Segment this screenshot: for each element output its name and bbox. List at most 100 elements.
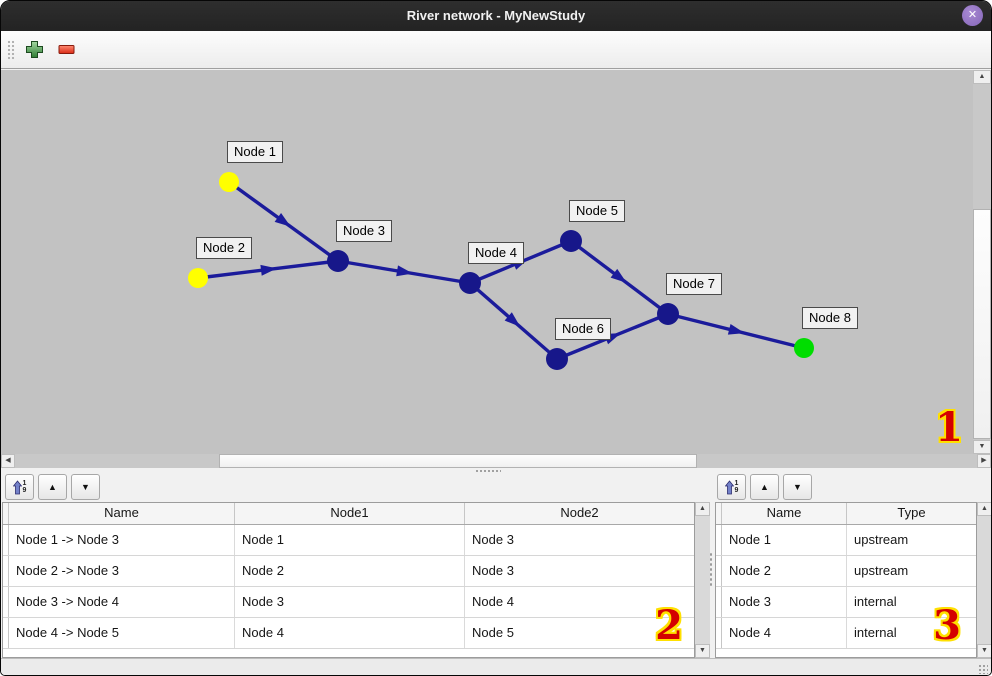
edge-arrow-icon — [396, 265, 413, 277]
scroll-up-icon[interactable]: ▲ — [973, 70, 991, 84]
splitter-handle[interactable] — [475, 469, 501, 473]
up-triangle-icon: ▲ — [760, 481, 769, 492]
edge-arrow-icon — [260, 264, 277, 276]
splitter-handle[interactable] — [709, 552, 714, 588]
row-header — [3, 618, 9, 648]
canvas-vertical-scrollbar[interactable]: ▲ ▼ — [973, 70, 991, 454]
table-cell[interactable]: Node 4 — [722, 618, 847, 648]
node-label: Node 4 — [468, 242, 524, 264]
vertical-scroll-thumb[interactable] — [973, 209, 991, 439]
network-node[interactable] — [188, 268, 208, 288]
row-header-stub — [3, 503, 9, 524]
table-row[interactable]: Node 2 upstream — [716, 556, 976, 587]
table-cell[interactable]: Node 2 -> Node 3 — [9, 556, 235, 586]
table-row[interactable]: Node 3 internal — [716, 587, 976, 618]
network-node[interactable] — [794, 338, 814, 358]
scroll-up-icon[interactable]: ▲ — [695, 502, 710, 516]
move-down-button[interactable]: ▼ — [783, 474, 812, 500]
add-button[interactable] — [23, 38, 46, 61]
toolbar-drag-handle[interactable] — [7, 39, 15, 60]
table-cell[interactable]: Node 5 — [472, 625, 514, 640]
network-node[interactable] — [459, 272, 481, 294]
down-triangle-icon: ▼ — [793, 481, 802, 492]
row-header — [3, 525, 9, 555]
table-cell[interactable]: Node 3 — [235, 587, 465, 617]
row-header — [3, 587, 9, 617]
table-cell[interactable]: Node 3 — [472, 563, 514, 578]
column-header[interactable]: Name — [9, 503, 235, 524]
scroll-right-icon[interactable]: ▶ — [977, 454, 991, 468]
table-cell[interactable]: Node 1 — [722, 525, 847, 555]
network-node[interactable] — [327, 250, 349, 272]
column-header[interactable]: Type — [897, 505, 926, 520]
node-label: Node 6 — [555, 318, 611, 340]
scroll-up-icon[interactable]: ▲ — [977, 502, 991, 516]
links-table-scrollbar[interactable]: ▲ ▼ — [695, 502, 710, 658]
move-up-button[interactable]: ▲ — [750, 474, 779, 500]
network-node[interactable] — [657, 303, 679, 325]
network-node[interactable] — [560, 230, 582, 252]
close-icon: ✕ — [967, 9, 978, 21]
row-header — [716, 618, 722, 648]
table-cell[interactable]: Node 1 — [235, 525, 465, 555]
move-up-button[interactable]: ▲ — [38, 474, 67, 500]
canvas-horizontal-scrollbar[interactable]: ◀ ▶ — [1, 454, 991, 468]
table-cell[interactable]: Node 3 — [722, 587, 847, 617]
remove-button[interactable] — [56, 42, 77, 57]
table-cell[interactable]: Node 2 — [722, 556, 847, 586]
main-toolbar — [1, 31, 991, 69]
up-triangle-icon: ▲ — [48, 481, 57, 492]
node-label: Node 5 — [569, 200, 625, 222]
minus-icon — [58, 43, 75, 58]
move-down-button[interactable]: ▼ — [71, 474, 100, 500]
table-cell[interactable]: upstream — [854, 532, 909, 547]
column-header[interactable]: Node1 — [235, 503, 465, 524]
table-cell[interactable]: upstream — [854, 563, 909, 578]
window-title: River network - MyNewStudy — [406, 8, 586, 23]
nodes-table-scrollbar[interactable]: ▲ ▼ — [977, 502, 991, 658]
table-cell[interactable]: Node 3 -> Node 4 — [9, 587, 235, 617]
status-bar — [1, 658, 991, 675]
table-cell[interactable]: Node 1 -> Node 3 — [9, 525, 235, 555]
edge-arrow-icon — [727, 323, 745, 335]
scroll-down-icon[interactable]: ▼ — [977, 644, 991, 658]
table-cell[interactable]: internal — [854, 594, 897, 609]
close-button[interactable]: ✕ — [962, 5, 983, 26]
horizontal-scroll-thumb[interactable] — [219, 454, 697, 468]
resize-grip[interactable] — [978, 664, 988, 674]
scroll-left-icon[interactable]: ◀ — [1, 454, 15, 468]
table-cell[interactable]: Node 2 — [235, 556, 465, 586]
table-cell[interactable]: Node 4 -> Node 5 — [9, 618, 235, 648]
network-node[interactable] — [219, 172, 239, 192]
column-header[interactable]: Node2 — [560, 505, 599, 520]
row-header — [716, 525, 722, 555]
node-label: Node 2 — [196, 237, 252, 259]
table-row[interactable]: Node 1 upstream — [716, 525, 976, 556]
network-node[interactable] — [546, 348, 568, 370]
table-cell[interactable]: Node 4 — [235, 618, 465, 648]
column-header[interactable]: Name — [722, 503, 847, 524]
table-cell[interactable]: Node 3 — [472, 532, 514, 547]
table-cell[interactable]: internal — [854, 625, 897, 640]
scroll-down-icon[interactable]: ▼ — [695, 644, 710, 658]
scroll-down-icon[interactable]: ▼ — [973, 440, 991, 454]
edge-arrow-icon — [274, 212, 291, 227]
table-cell[interactable]: Node 4 — [472, 594, 514, 609]
table-row[interactable]: Node 4 internal — [716, 618, 976, 649]
